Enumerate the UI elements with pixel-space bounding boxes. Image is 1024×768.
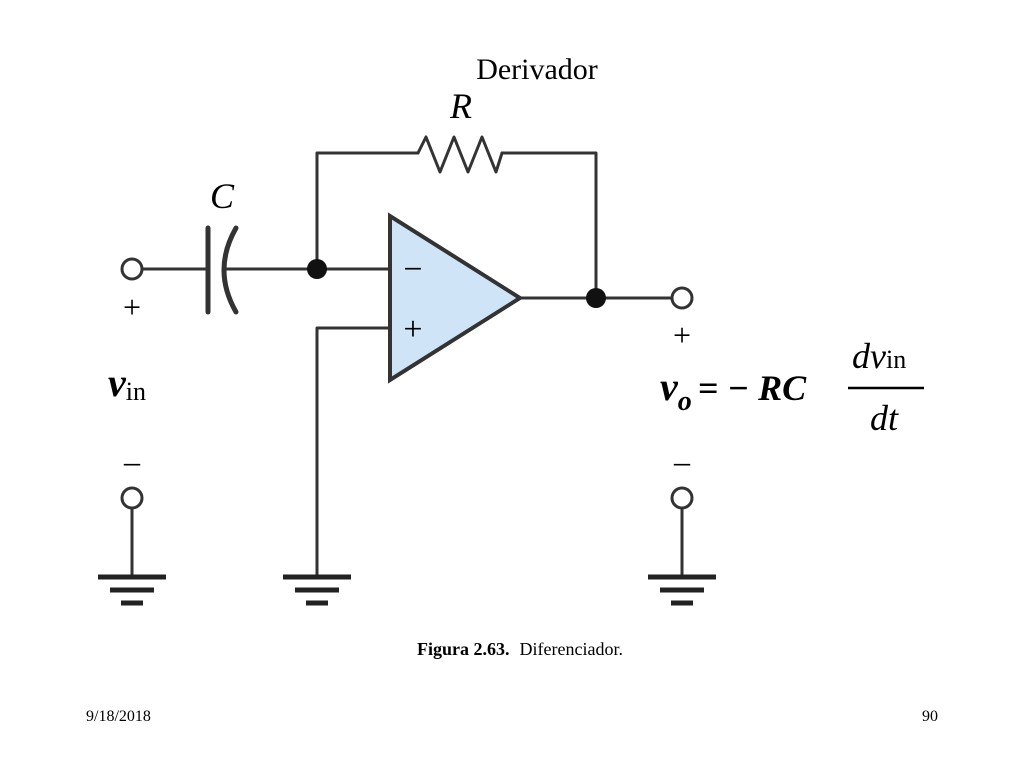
input-terminal-top[interactable] xyxy=(120,257,144,281)
opamp-inverting-sign: − xyxy=(403,251,422,288)
feedback-wire-right xyxy=(500,151,598,300)
figure-caption: Figura 2.63. Diferenciador. xyxy=(0,638,1024,660)
footer-date: 9/18/2018 xyxy=(86,708,151,725)
fraction-numerator: dvin xyxy=(852,336,906,376)
input-voltage-label: vin xyxy=(108,360,146,406)
fraction-numerator-d: dv xyxy=(852,336,886,376)
fraction-denominator: dt xyxy=(870,398,899,438)
opamp-noninverting-sign: + xyxy=(403,311,422,348)
feedback-wire-left xyxy=(315,151,420,271)
input-voltage-sub: in xyxy=(126,377,146,406)
output-voltage-sub: o xyxy=(678,386,692,417)
noninverting-ground-icon xyxy=(283,574,351,606)
input-ground-icon xyxy=(98,574,166,606)
figure-caption-lead: Figura 2.63. xyxy=(417,639,510,659)
input-terminal-bottom[interactable] xyxy=(120,486,144,510)
capacitor-plate-curved xyxy=(221,225,239,315)
output-ground-icon xyxy=(648,574,716,606)
figure-caption-text: Diferenciador. xyxy=(519,639,623,659)
slide-title-text: Derivador xyxy=(476,53,598,86)
output-terminal-top[interactable] xyxy=(670,286,694,310)
opamp-triangle xyxy=(388,212,524,384)
capacitor-label: C xyxy=(210,176,235,216)
resistor-zigzag xyxy=(416,135,504,174)
noninverting-ground-wire xyxy=(315,326,392,578)
resistor-label: R xyxy=(449,86,472,126)
input-voltage-var: v xyxy=(108,360,127,405)
output-terminal-bottom[interactable] xyxy=(670,486,694,510)
input-minus-sign: – xyxy=(123,443,141,479)
output-node-dot xyxy=(586,288,606,308)
output-minus-sign: – xyxy=(673,443,691,479)
input-plus-sign: + xyxy=(123,289,141,325)
output-equation-left: vo= − RC xyxy=(660,364,807,417)
equation-middle: = − RC xyxy=(698,368,807,408)
fraction-numerator-sub: in xyxy=(886,345,906,374)
output-voltage-var: v xyxy=(660,364,679,409)
inverting-node-dot xyxy=(307,259,327,279)
footer-page-number: 90 xyxy=(922,708,938,725)
slide-title: Derivador xyxy=(0,52,1024,88)
output-plus-sign: + xyxy=(673,317,691,353)
